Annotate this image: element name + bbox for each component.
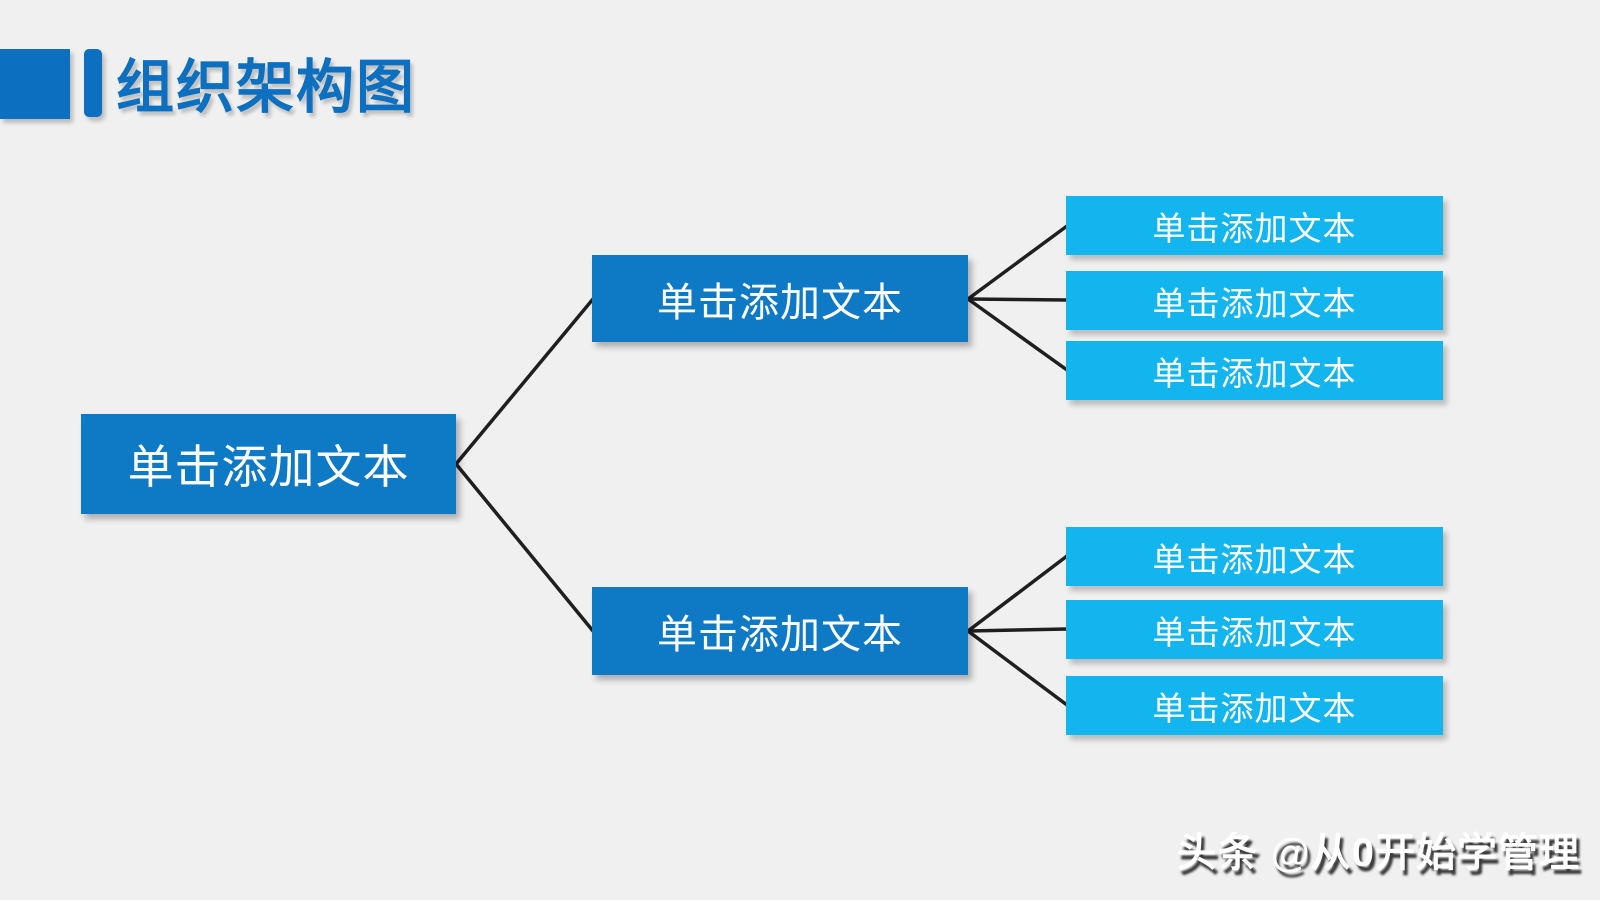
leaf-node-5[interactable]: 单击添加文本 <box>1066 600 1443 659</box>
title-tick-accent <box>84 49 102 117</box>
branch-node-top[interactable]: 单击添加文本 <box>592 255 968 342</box>
leaf-node-4[interactable]: 单击添加文本 <box>1066 527 1443 586</box>
leaf-node-1[interactable]: 单击添加文本 <box>1066 196 1443 255</box>
leaf-node-6[interactable]: 单击添加文本 <box>1066 676 1443 735</box>
leaf-node-3[interactable]: 单击添加文本 <box>1066 341 1443 400</box>
page-title: 组织架构图 <box>116 55 417 120</box>
root-node[interactable]: 单击添加文本 <box>81 414 456 514</box>
leaf-node-2[interactable]: 单击添加文本 <box>1066 271 1443 330</box>
title-square-accent <box>0 49 70 119</box>
watermark: 头条 @从0开始学管理 <box>1176 831 1580 875</box>
branch-node-bottom[interactable]: 单击添加文本 <box>592 587 968 675</box>
